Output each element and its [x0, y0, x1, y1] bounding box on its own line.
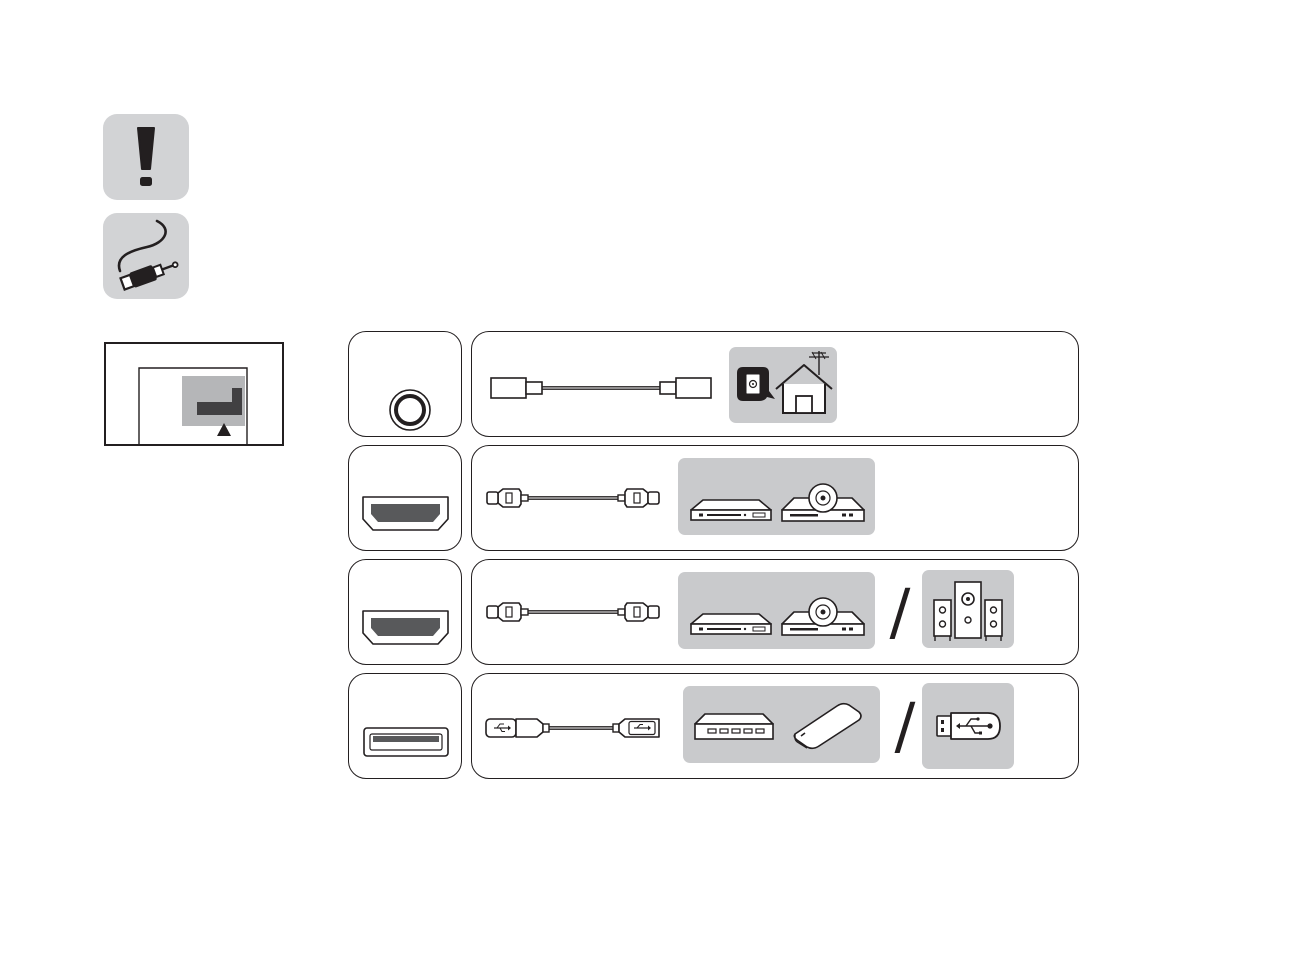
antenna-device-panel	[729, 347, 837, 423]
usb-hub-icon	[692, 712, 778, 744]
hdmi-port-cell-1	[348, 445, 462, 551]
playback-devices-panel-2	[678, 572, 875, 649]
usb-devices-panel	[683, 686, 880, 763]
antenna-port-cell	[348, 331, 462, 437]
exclamation-icon	[103, 114, 189, 200]
usb-storage-panel	[922, 683, 1014, 769]
playback-devices-panel-1	[678, 458, 875, 535]
usb-flash-drive-icon	[922, 683, 1014, 769]
or-separator: /	[884, 580, 916, 644]
usb-connection-row: /	[471, 673, 1079, 779]
hdmi-cable-icon	[483, 603, 661, 623]
hdmi-connection-row-1	[471, 445, 1079, 551]
set-top-box-icon	[687, 500, 775, 522]
antenna-connection-row	[471, 331, 1079, 437]
usb-cable-icon	[483, 715, 663, 741]
usb-port-cell	[348, 673, 462, 779]
hdmi-port-icon	[349, 560, 463, 666]
antenna-house-icon	[729, 347, 837, 423]
dvd-player-icon	[780, 602, 868, 638]
usb-port-icon	[349, 674, 463, 780]
audio-device-panel	[922, 570, 1014, 648]
cable-badge	[103, 213, 189, 299]
hdmi-port-icon	[349, 446, 463, 552]
hdmi-connection-row-2: /	[471, 559, 1079, 665]
dvd-player-icon	[780, 488, 868, 524]
antenna-jack-icon	[349, 332, 463, 438]
cable-plug-icon	[103, 213, 189, 299]
hdmi-cable-icon	[483, 489, 661, 509]
external-hard-drive-icon	[791, 700, 865, 752]
or-separator: /	[889, 694, 921, 758]
coaxial-cable-icon	[490, 376, 712, 400]
exclamation-badge	[103, 114, 189, 200]
set-top-box-icon	[687, 614, 775, 636]
hdmi-port-cell-2	[348, 559, 462, 665]
speaker-system-icon	[922, 570, 1014, 648]
tv-panel-location-map	[104, 342, 284, 446]
